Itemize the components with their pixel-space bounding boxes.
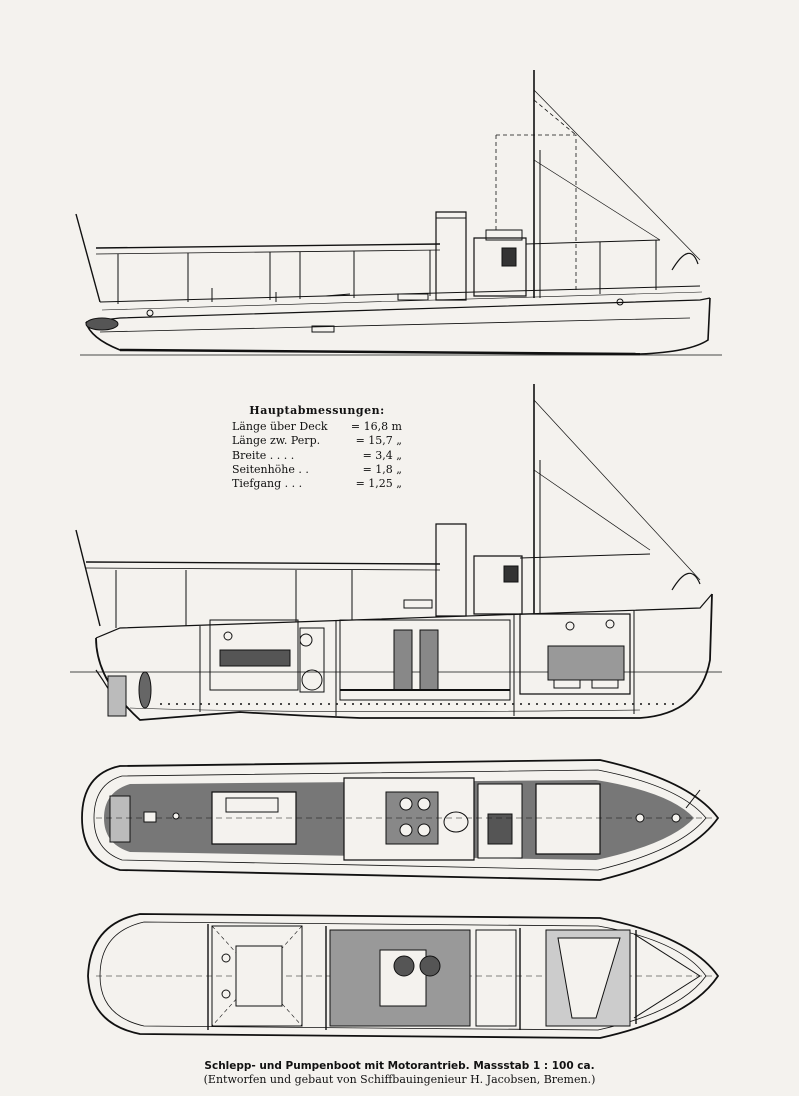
dimension-value: = 1,8 „ [362, 462, 402, 476]
dimension-row: Breite . . . . = 3,4 „ [232, 449, 402, 463]
dimension-row: Seitenhöhe . . = 1,8 „ [232, 463, 402, 477]
dimension-label: Länge zw. Perp. [232, 434, 321, 448]
hold-plan-view [88, 914, 718, 1038]
dimension-label: Länge über Deck [232, 420, 328, 434]
dimension-row: Länge über Deck = 16,8 m [232, 420, 402, 434]
longitudinal-section-view [70, 384, 722, 720]
dimension-label: Breite . . . . [232, 448, 295, 462]
dimension-row: Tiefgang . . . = 1,25 „ [232, 477, 402, 491]
side-elevation-view [76, 70, 722, 355]
dimension-value: = 16,8 m [350, 420, 402, 434]
dimension-label: Seitenhöhe . . [232, 462, 309, 476]
dimension-value: = 3,4 „ [362, 448, 402, 462]
dimensions-title: Hauptabmessungen: [249, 404, 385, 417]
caption-credit: (Entworfen und gebaut von Schiffbauingen… [203, 1073, 596, 1086]
caption-title: Schlepp- und Pumpenboot mit Motorantrieb… [204, 1060, 595, 1072]
dimension-row: Länge zw. Perp. = 15,7 „ [232, 434, 402, 448]
dimension-value: = 15,7 „ [355, 434, 402, 448]
drawing-caption: Schlepp- und Pumpenboot mit Motorantrieb… [0, 1059, 799, 1087]
dimension-label: Tiefgang . . . [232, 477, 303, 491]
main-dimensions-table: Hauptabmessungen: Länge über Deck = 16,8… [232, 404, 402, 491]
deck-plan-view [82, 760, 718, 880]
dimension-value: = 1,25 „ [355, 477, 402, 491]
